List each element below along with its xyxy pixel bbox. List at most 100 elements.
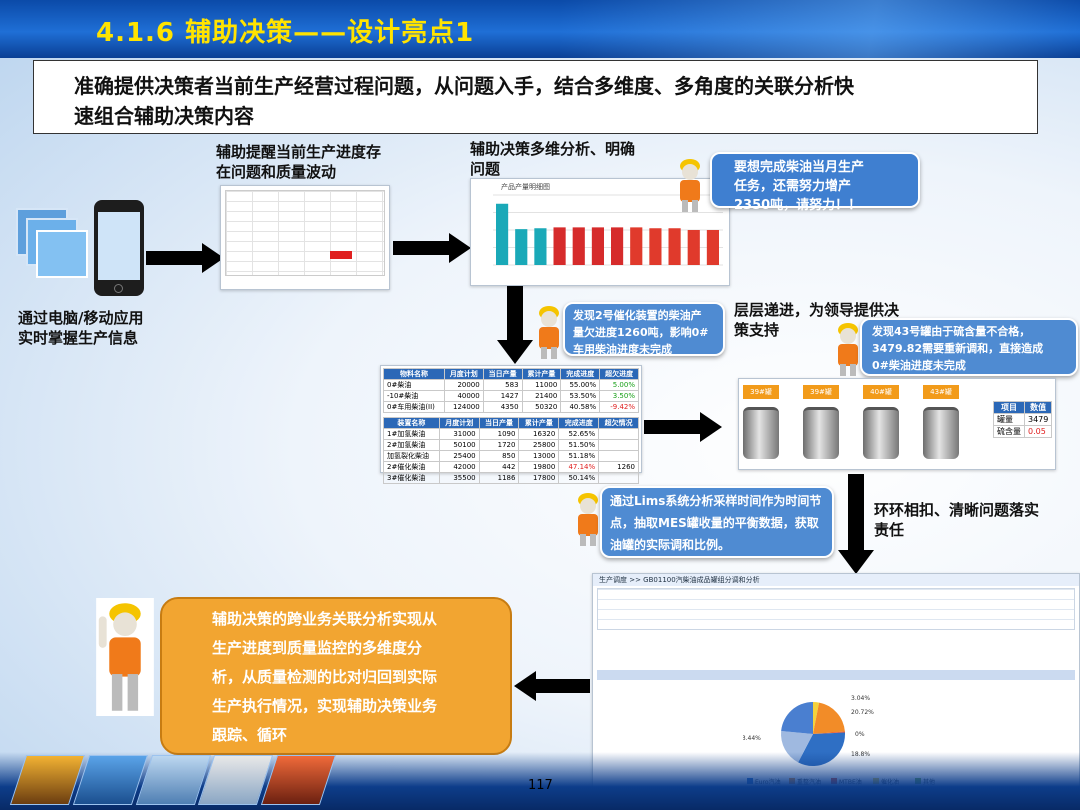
table-cell: 3.50% (599, 390, 639, 402)
pie-slice (813, 702, 845, 734)
remind-label: 辅助提醒当前生产进度存 在问题和质量波动 (216, 143, 382, 181)
intro-line-2: 速组合辅助决策内容 (74, 104, 254, 128)
arrow-right-3 (644, 412, 722, 442)
layer-label: 层层递进，为领导提供决 策支持 (734, 301, 900, 339)
table-cell: 52.65% (558, 428, 600, 440)
pie-label: 0% (855, 731, 865, 738)
table-cell: 2#加氢柴油 (383, 439, 440, 451)
bar (649, 228, 662, 265)
page-number: 117 (528, 778, 553, 793)
table-cell: 5.00% (599, 379, 639, 391)
bar (611, 227, 624, 265)
report-toolbar: 生产调度 >> GB01100汽柴油成品罐组分调和分析 (593, 574, 1079, 586)
table-cell: 25400 (438, 450, 480, 462)
progress-grid (225, 190, 385, 276)
footer-photos (9, 755, 337, 805)
tank-cylinder (923, 407, 959, 459)
bar (534, 228, 547, 265)
table-cell: 加氢裂化柴油 (383, 450, 440, 462)
tank-label: 40#罐 (863, 385, 899, 399)
table-cell: 1090 (478, 428, 520, 440)
table-header-cell: 物料名称 (383, 368, 445, 380)
table-cell (598, 472, 639, 484)
table-cell: 13000 (518, 450, 560, 462)
table-header-cell: 月度计划 (443, 368, 484, 380)
table-header-cell: 月度计划 (438, 417, 480, 429)
bar-chart: 产品产量明细图 (493, 182, 723, 266)
arrow-right-2 (393, 233, 471, 263)
report-table-area (597, 588, 1075, 630)
table-cell: 51.50% (558, 439, 600, 451)
table-cell: 1260 (598, 461, 639, 473)
worker-icon (539, 306, 559, 359)
mobile-phone-icon (94, 200, 144, 296)
table-header-cell: 当日产量 (478, 417, 520, 429)
bar (706, 230, 719, 265)
table-cell: 442 (478, 461, 520, 473)
table-cell: 51.18% (558, 450, 600, 462)
table-cell: 17800 (518, 472, 560, 484)
table-cell: 40.58% (560, 401, 601, 413)
worker-icon (680, 159, 700, 212)
table-cell: 11000 (521, 379, 562, 391)
page-title: 4.1.6 辅助决策——设计亮点1 (96, 18, 475, 48)
table-cell: 53.50% (560, 390, 601, 402)
table-cell: -10#柴油 (383, 390, 445, 402)
table-cell: 4350 (482, 401, 523, 413)
worker-waving-icon (96, 598, 154, 716)
table-header-cell: 装置名称 (383, 417, 440, 429)
table-cell: 50.14% (558, 472, 600, 484)
table-header-cell: 超欠情况 (598, 417, 639, 429)
table-cell: 0#车用柴油(II) (383, 401, 445, 413)
table-cell (598, 450, 639, 462)
worker-icon (838, 323, 858, 376)
table-cell: 20000 (443, 379, 484, 391)
bar (572, 227, 585, 265)
device-label: 通过电脑/移动应用 实时掌握生产信息 (18, 309, 144, 347)
multi-analysis-label: 辅助决策多维分析、明确 问题 (470, 140, 636, 178)
pie-label: 20.72% (851, 709, 874, 716)
pie-slice (781, 702, 813, 734)
bar-chart-panel: 产品产量明细图 (470, 178, 730, 286)
table-cell: 1#加氢柴油 (383, 428, 440, 440)
arrow-down-1 (497, 284, 533, 364)
bar (687, 230, 700, 265)
pie-label: 33.44% (743, 735, 761, 742)
bar (630, 227, 643, 265)
table-cell: 1720 (478, 439, 520, 451)
table-cell: 35500 (438, 472, 480, 484)
table-header-cell: 完成进度 (560, 368, 601, 380)
loop-label: 环环相扣、清晰问题落实 责任 (874, 501, 1040, 539)
highlight-cell (330, 251, 352, 259)
table-header-cell: 当日产量 (482, 368, 523, 380)
table-header-cell: 完成进度 (558, 417, 600, 429)
chart-title: 产品产量明细图 (501, 182, 550, 191)
pie-slice (813, 702, 820, 734)
intro-box: 准确提供决策者当前生产经营过程问题，从问题入手，结合多维度、多角度的关联分析快 … (33, 60, 1038, 134)
tank: 39#罐 (803, 385, 839, 459)
pie-label: 3.04% (851, 695, 870, 702)
table-cell: 25800 (518, 439, 560, 451)
tank: 43#罐 (923, 385, 959, 459)
title-bar (0, 0, 1080, 58)
table-cell: 50320 (521, 401, 562, 413)
bar (668, 228, 681, 265)
table-header-cell: 累计产量 (521, 368, 562, 380)
table-cell (598, 439, 639, 451)
speech-bubble-1: 要想完成柴油当月生产 任务，还需努力增产 2350吨，请努力！！ (710, 152, 920, 213)
bar (553, 227, 566, 265)
table-cell: 50100 (438, 439, 480, 451)
table-cell (598, 428, 639, 440)
table-cell: 1186 (478, 472, 520, 484)
